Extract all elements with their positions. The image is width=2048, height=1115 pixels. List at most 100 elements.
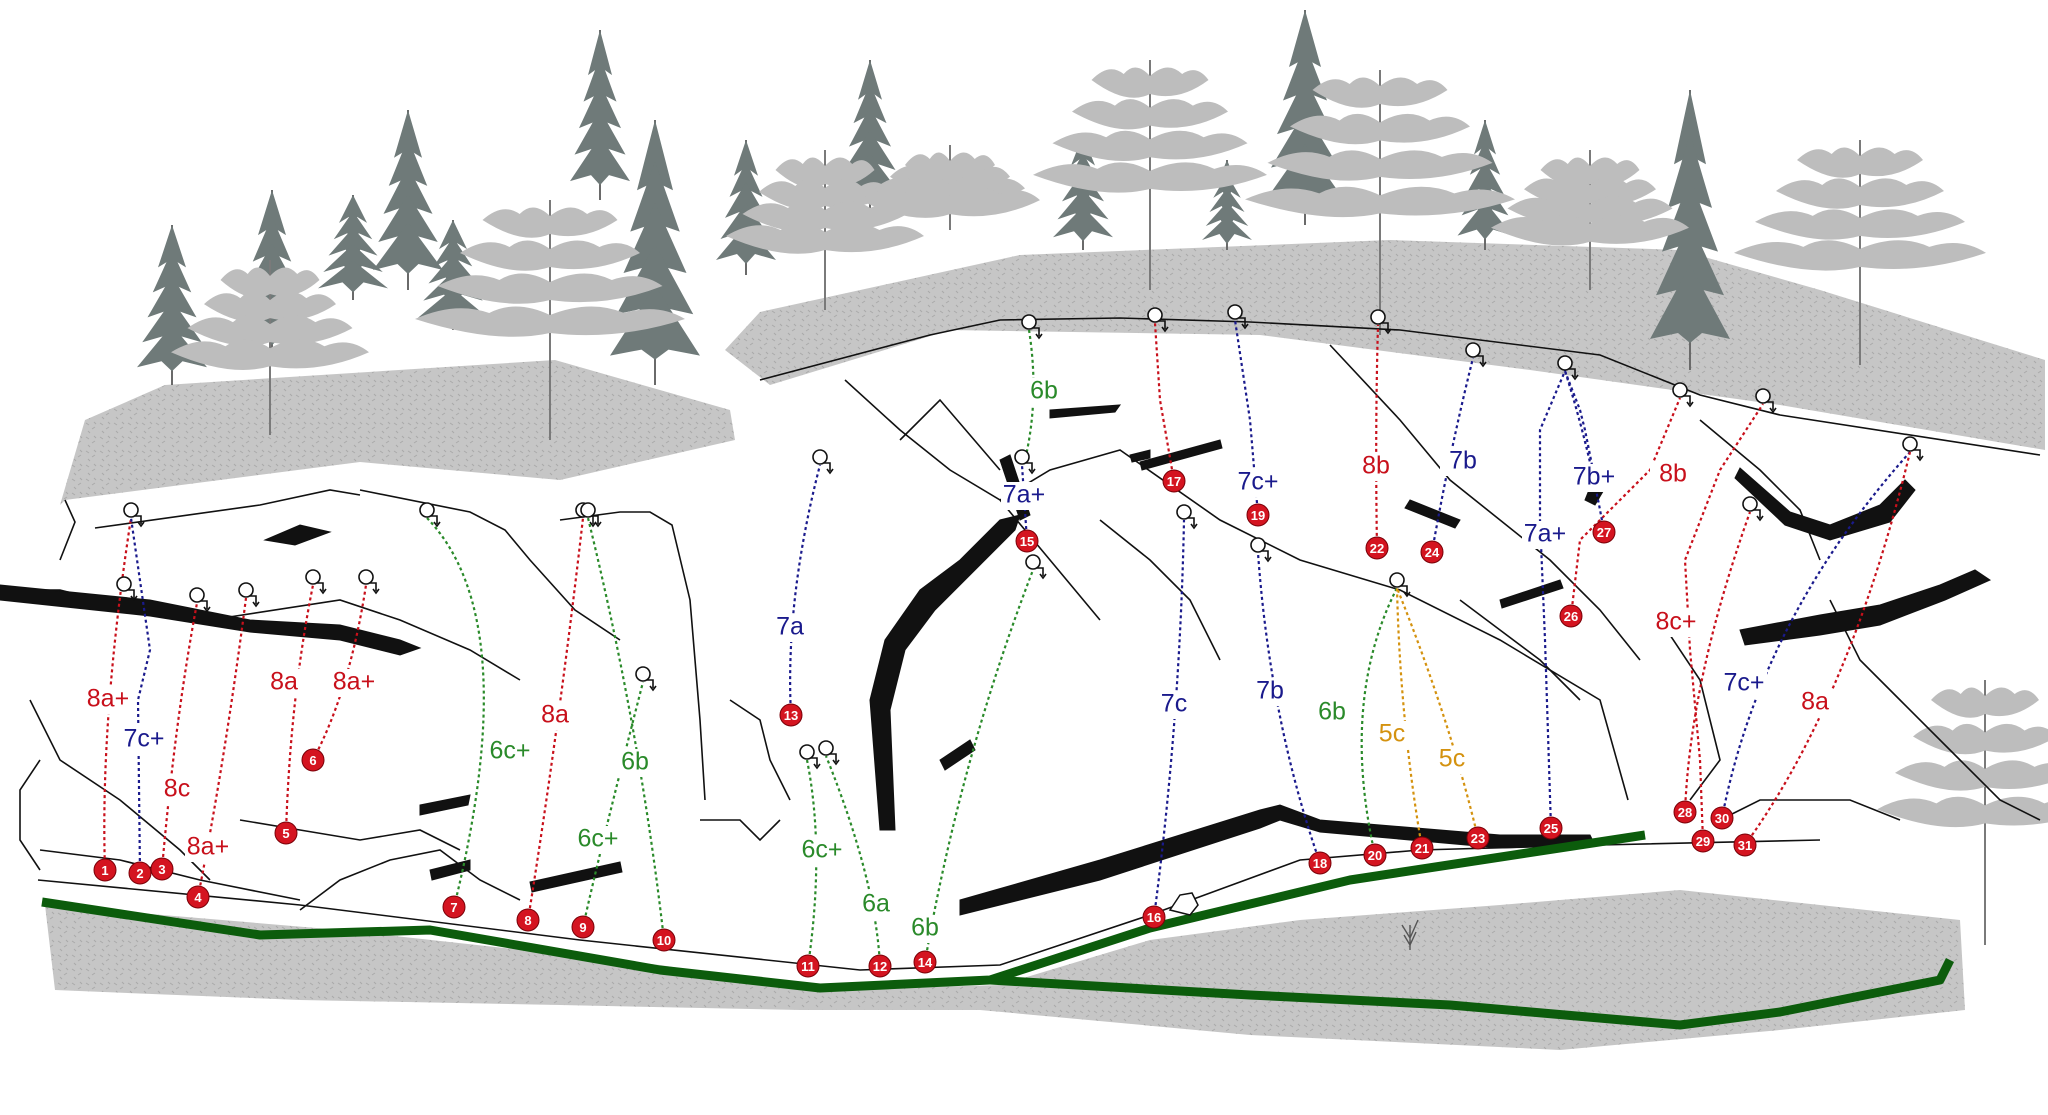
route-marker-disc (516, 908, 540, 932)
grade-label-backdrop (185, 834, 231, 862)
route-number-marker: 17 (1162, 469, 1186, 493)
route-number-marker: 30 (1710, 806, 1734, 830)
route-grade-label: 8a+ (333, 668, 375, 696)
grade-label-backdrop (1650, 461, 1696, 489)
route-line (1720, 451, 1911, 819)
route-line (1563, 370, 1606, 533)
approach-path (41, 830, 1646, 993)
lower-off-anchor-icon (1176, 504, 1198, 529)
decor-icons (1168, 892, 1419, 950)
route-grade-label: 7b (1449, 447, 1477, 475)
route-number: 29 (1696, 834, 1710, 849)
route-number: 16 (1147, 910, 1161, 925)
deciduous-tree-icon (1734, 140, 1986, 365)
route-grade-label: 7a (776, 613, 804, 641)
route-marker-disc (1539, 816, 1563, 840)
route-number-marker: 2 (128, 861, 152, 885)
route-line (1360, 587, 1398, 856)
route-number: 26 (1564, 609, 1578, 624)
route-number: 27 (1597, 525, 1611, 540)
lower-off-anchor-icon (812, 449, 834, 474)
route-number-marker: 18 (1308, 851, 1332, 875)
route-grade-label: 7b+ (1573, 463, 1615, 491)
route-grade-label: 8b (1659, 460, 1687, 488)
crag-base-line (37, 839, 1821, 971)
route-line (581, 681, 645, 928)
route-number-marker: 12 (868, 954, 892, 978)
lower-off-anchor-icon (358, 569, 380, 594)
deciduous-tree-icon (1245, 70, 1515, 335)
route-grade-label: 7c+ (1723, 669, 1764, 697)
route-line (824, 755, 882, 967)
route-marker-disc (1142, 905, 1166, 929)
route-number: 18 (1313, 856, 1327, 871)
route-marker-disc (301, 748, 325, 772)
route-number: 1 (101, 863, 108, 878)
route-number-marker: 22 (1365, 536, 1389, 560)
route-marker-disc (1420, 540, 1444, 564)
route-number-marker: 13 (779, 703, 803, 727)
route-marker-disc (442, 895, 466, 919)
route-number-marker: 21 (1410, 836, 1434, 860)
route-grade-label: 7c+ (123, 725, 164, 753)
route-marker-disc (913, 950, 937, 974)
route-number-marker: 11 (796, 954, 820, 978)
route-line (1152, 519, 1186, 918)
grade-label-backdrop (1309, 699, 1355, 727)
route-number: 6 (309, 753, 316, 768)
route-number: 12 (873, 959, 887, 974)
route-number-marker: 20 (1363, 843, 1387, 867)
lower-off-anchor-icon (1025, 554, 1047, 579)
route-marker-disc (796, 954, 820, 978)
route-line (1569, 397, 1682, 617)
route-line (526, 517, 585, 921)
route-grade-label: 6b (1030, 377, 1058, 405)
route-number: 24 (1425, 545, 1440, 560)
route-grade-label: 8a+ (187, 833, 229, 861)
route-grade-label: 8c+ (1655, 608, 1696, 636)
route-number: 19 (1251, 508, 1265, 523)
route-number-marker: 3 (150, 857, 174, 881)
route-marker-disc (1162, 469, 1186, 493)
route-number-marker: 23 (1466, 826, 1490, 850)
route-number-marker: 24 (1420, 540, 1444, 564)
route-marker-disc (1733, 833, 1757, 857)
route-grade-label: 5c (1379, 720, 1405, 748)
route-line (160, 602, 199, 870)
forest (137, 10, 2048, 945)
deciduous-tree-icon (415, 200, 685, 440)
grade-label-backdrop (1001, 482, 1047, 510)
route-marker-disc (1410, 836, 1434, 860)
lower-off-anchor-icon (419, 502, 441, 527)
grade-label-backdrop (1429, 746, 1475, 774)
route-line (284, 584, 315, 834)
route-marker-disc (1559, 604, 1583, 628)
grade-label-backdrop (767, 614, 813, 642)
route-number: 11 (801, 959, 815, 974)
grade-label-backdrop (1151, 691, 1197, 719)
route-marker-disc (274, 821, 298, 845)
grade-label-backdrop (1792, 689, 1838, 717)
route-line (1683, 511, 1752, 813)
route-number: 23 (1471, 831, 1485, 846)
grade-label-backdrop (1571, 464, 1617, 492)
grade-label-backdrop (1369, 721, 1415, 749)
grade-label-backdrop (1353, 453, 1399, 481)
grade-label-backdrop (1721, 670, 1767, 698)
route-grade-label: 7a+ (1524, 520, 1566, 548)
route-number-marker: 27 (1592, 520, 1616, 544)
spruce-tree-icon (373, 110, 443, 290)
route-grade-label: 8b (1362, 452, 1390, 480)
deciduous-tree-icon (1033, 60, 1267, 290)
grade-label-backdrop (331, 669, 377, 697)
route-marker-disc (150, 857, 174, 881)
lower-off-anchor-icon (1250, 537, 1272, 562)
route-number-marker: 9 (571, 915, 595, 939)
route-grade-label: 6c+ (489, 737, 530, 765)
grade-label-backdrop (612, 749, 658, 777)
route-marker-disc (1365, 536, 1389, 560)
route-grade-label: 5c (1439, 745, 1465, 773)
